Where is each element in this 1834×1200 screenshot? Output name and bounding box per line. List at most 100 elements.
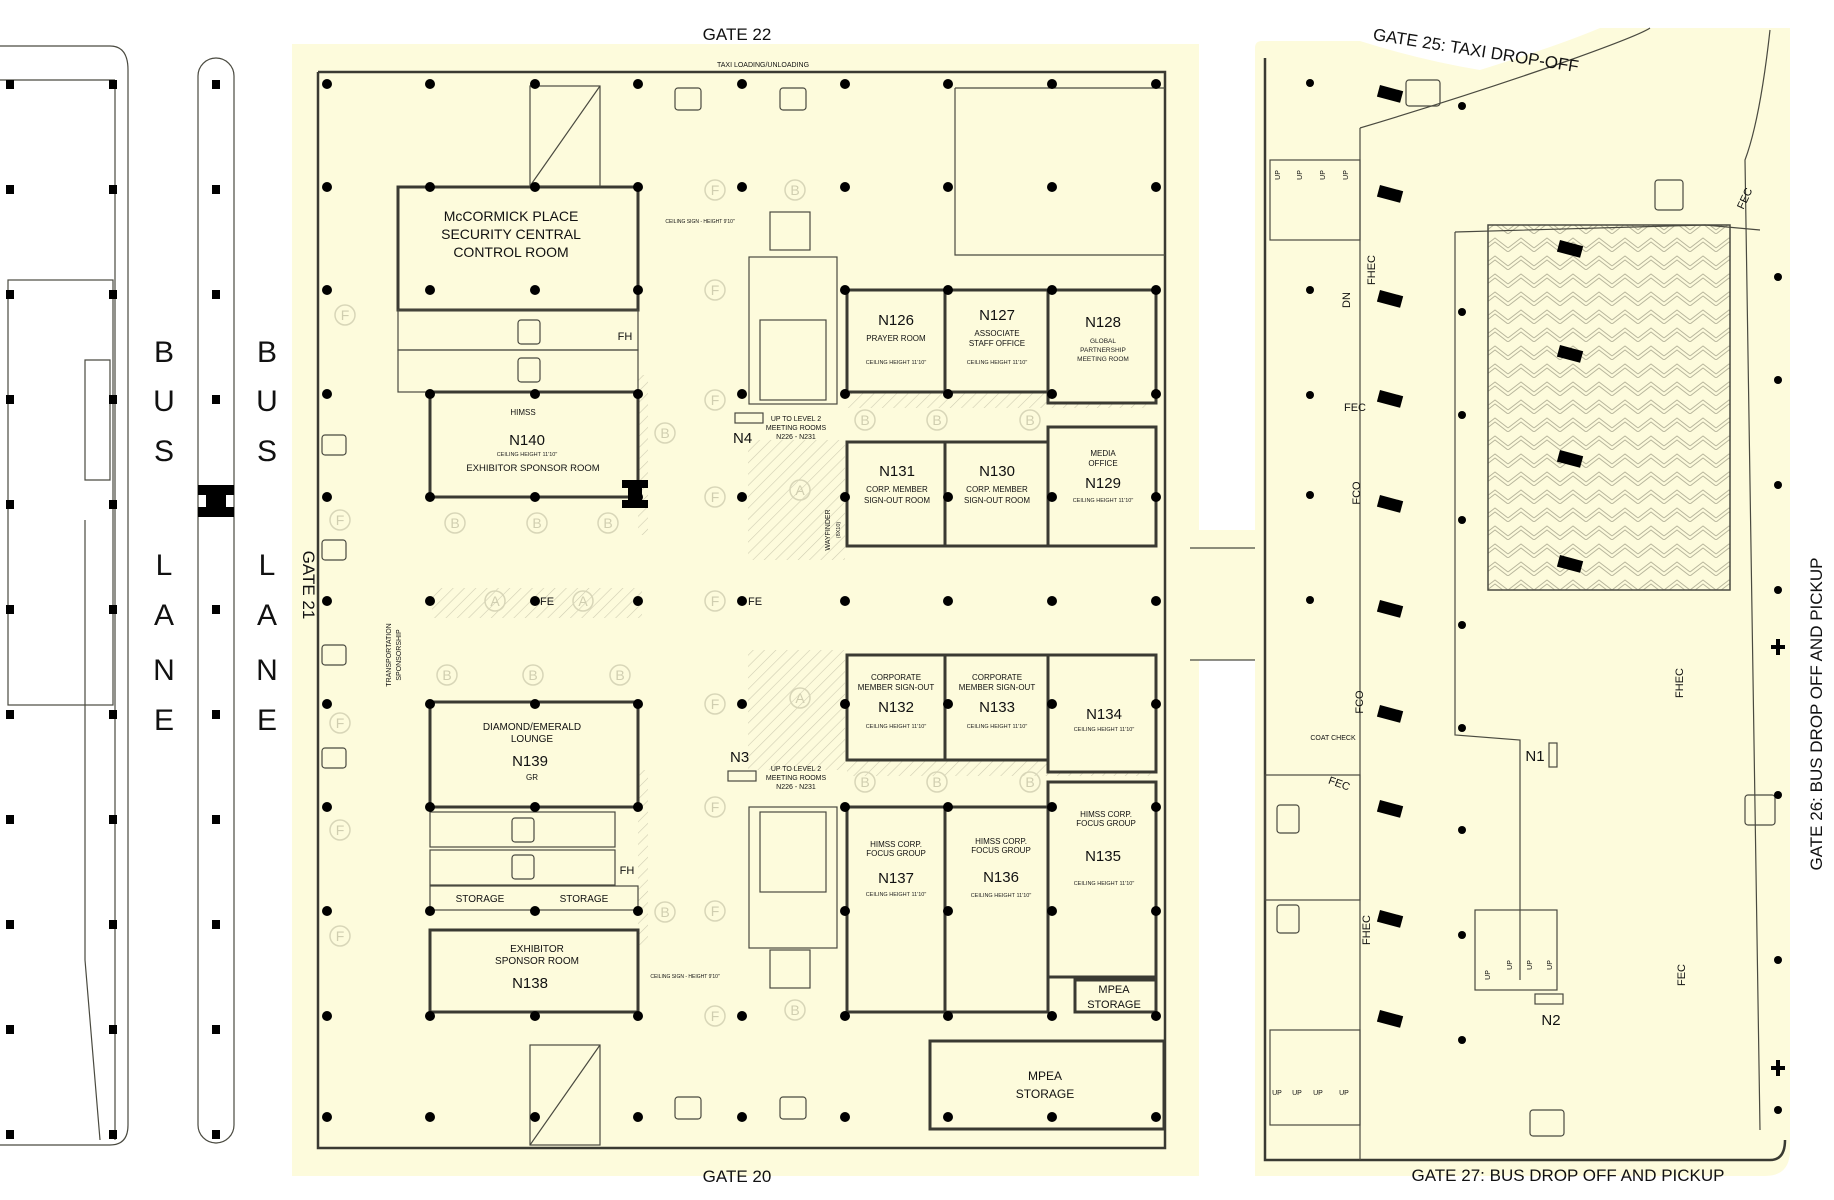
n140-name: EXHIBITOR SPONSOR ROOM [466,463,599,474]
column-dot [425,492,435,502]
column-dot [840,1112,850,1122]
column-dot [1151,79,1161,89]
n132-number: N132 [878,699,914,716]
mpea-storage-large[interactable] [928,1039,1166,1131]
stair-east-north [1269,159,1361,241]
phone-icon [769,211,811,251]
column-dot [840,1011,850,1021]
ghost-marker-b: B [860,774,869,790]
n127-name: ASSOCIATE [974,329,1019,338]
column-dot [1151,596,1161,606]
column-dot [1047,182,1057,192]
lane-column [6,80,14,89]
sign-n1 [1548,742,1558,768]
n128-name: GLOBAL [1090,338,1116,345]
lane-column [212,1130,220,1139]
stair-east-south [1269,1029,1361,1126]
column-dot [1151,389,1161,399]
column-dot [840,596,850,606]
column-dot [1458,102,1466,110]
up-labels: UP UP UP UP UP UP UP UP UP UP UP UP [1272,170,1554,1097]
n128-number: N128 [1085,314,1121,331]
lane-column [6,815,14,824]
room-n127[interactable] [943,288,1050,394]
room-n131[interactable] [845,440,947,548]
room-n126[interactable] [845,288,947,394]
svg-text:UP: UP [1485,970,1492,980]
column-dot [425,906,435,916]
room-n140[interactable] [428,390,640,499]
column-dot [425,285,435,295]
men-restroom-icon-east [1276,904,1300,934]
column-dot [1774,791,1782,799]
wayfinder-size: (8X10) [836,522,842,539]
ghost-marker-f: F [711,1008,720,1024]
ghost-marker-a: A [795,482,805,498]
n131-number: N131 [879,463,915,480]
lane-column [6,290,14,299]
mpea-storage-small[interactable] [1073,978,1158,1014]
n129-ceiling: CEILING HEIGHT 11'10" [1073,498,1134,504]
east-pillar [1556,240,1584,258]
n128-name3: MEETING ROOM [1077,356,1129,363]
column-dot [633,79,643,89]
column-dot [530,802,540,812]
gate-21-label: GATE 21 [299,551,318,620]
security-room-label-2: SECURITY CENTRAL [441,226,581,242]
column-dot [322,802,332,812]
column-dot [840,699,850,709]
n139-number: N139 [512,753,548,770]
room-n128[interactable] [1046,288,1158,405]
column-dot [737,182,747,192]
ceiling-sign-label-2: CEILING SIGN - HEIGHT 9'10" [650,974,720,980]
n138-name: EXHIBITOR [510,944,564,955]
svg-text:UP: UP [1292,1090,1302,1097]
escalator-south[interactable] [748,806,838,989]
svg-text:UP: UP [1320,170,1327,180]
level2-label-n4-1: UP TO LEVEL 2 [771,416,821,423]
ghost-marker-f: F [711,903,720,919]
n138-name2: SPONSOR ROOM [495,956,579,967]
column-dot [1151,182,1161,192]
bus-lane-letter: L [156,549,173,582]
column-dot [1306,596,1314,604]
column-dot [840,79,850,89]
column-dot [943,596,953,606]
column-dot [425,182,435,192]
fe-label-2: FE [748,596,762,608]
ghost-marker-f: F [711,392,720,408]
room-n138[interactable] [428,928,640,1014]
ghost-marker-b: B [790,182,799,198]
column-dot [633,1112,643,1122]
room-n135[interactable] [1046,780,1158,979]
lane-column [6,395,14,404]
column-dot [322,1112,332,1122]
svg-text:UP: UP [1547,960,1554,970]
column-dot [425,1011,435,1021]
ghost-marker-a: A [795,690,805,706]
escalator-north[interactable] [748,211,838,405]
n133-name: CORPORATE [972,673,1022,682]
column-dot [530,1112,540,1122]
column-dot [1047,285,1057,295]
room-n136[interactable] [943,805,1050,1014]
lane-column [109,815,117,824]
room-n129[interactable] [1046,425,1158,548]
column-dot [530,596,540,606]
mpea-storage-large-1: MPEA [1028,1069,1062,1083]
coat-check-label: COAT CHECK [1310,735,1356,742]
n140-ceiling: CEILING HEIGHT 11'10" [497,452,558,458]
svg-text:UP: UP [1507,960,1514,970]
svg-text:UP: UP [1272,1090,1282,1097]
ghost-marker-b: B [450,515,459,531]
room-n139[interactable] [428,700,640,809]
column-dot [322,182,332,192]
room-n130[interactable] [943,440,1050,548]
room-n137[interactable] [845,805,947,1014]
column-dot [633,492,643,502]
lane-column [109,500,117,509]
east-pillar [1556,345,1584,363]
lane-column [212,395,220,404]
column-dot [1774,1106,1782,1114]
room-n134[interactable] [1046,653,1158,774]
